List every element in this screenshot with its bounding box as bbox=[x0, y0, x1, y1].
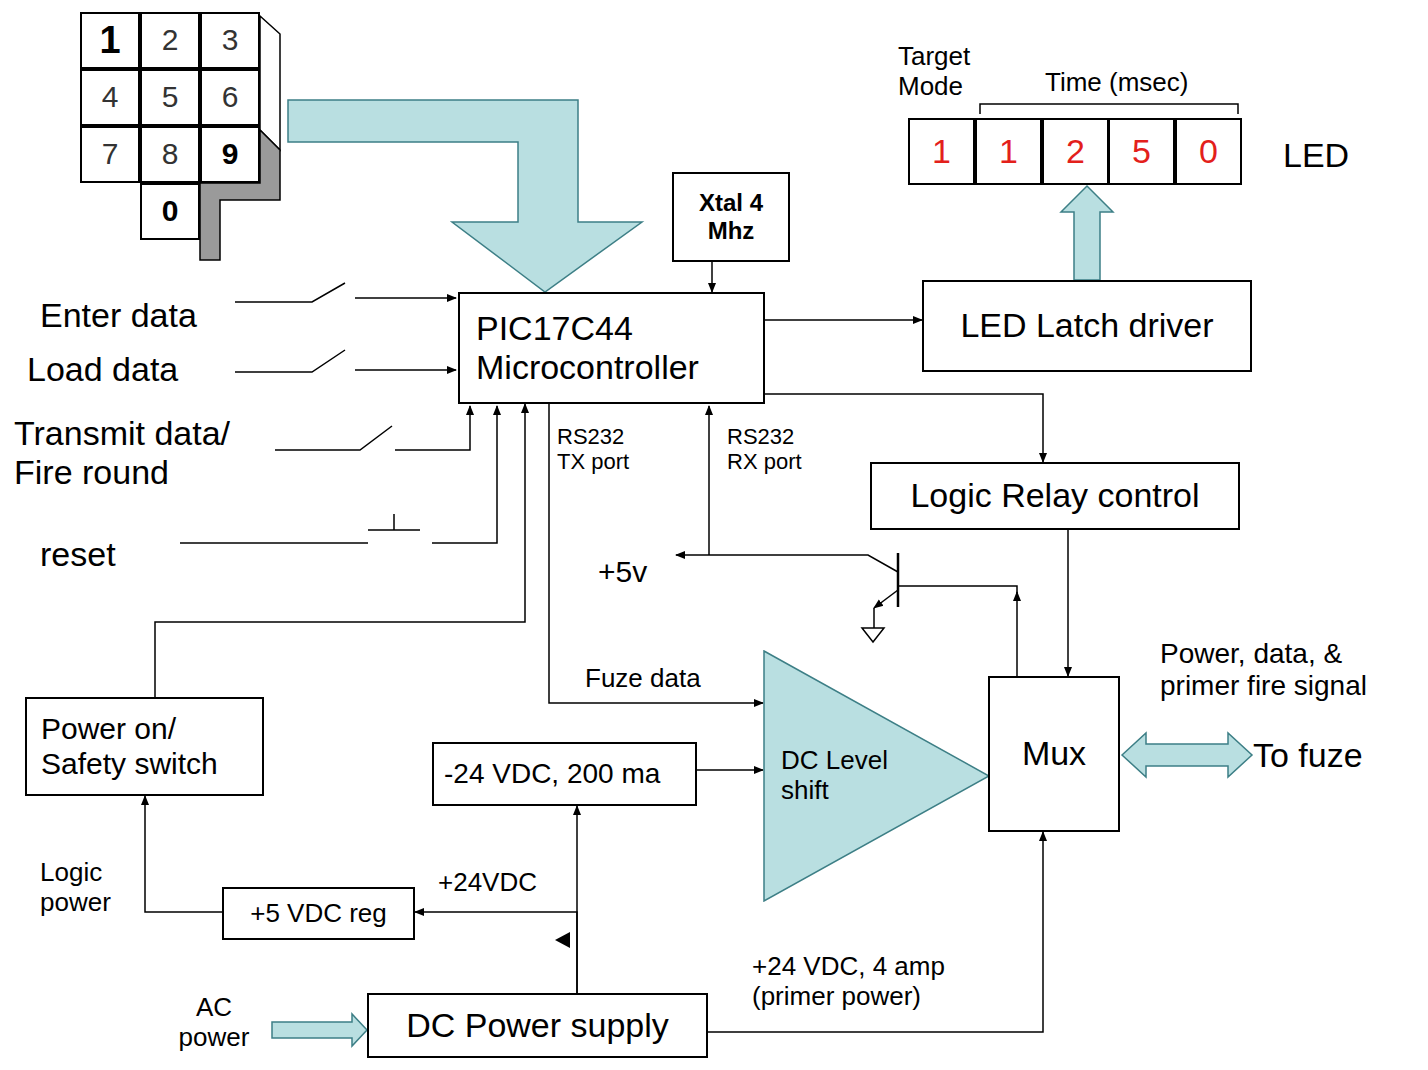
signal-label: reset bbox=[40, 535, 116, 574]
level-shift-amplifier: DC Level shift bbox=[763, 650, 990, 902]
node-text: 7 bbox=[102, 137, 119, 172]
node-text: 5 bbox=[1132, 132, 1151, 171]
node-text: 3 bbox=[222, 23, 239, 58]
signal-label: LED bbox=[1283, 136, 1349, 175]
node-text: LED Latch driver bbox=[960, 306, 1213, 345]
bus-arrow bbox=[288, 100, 642, 292]
led-digit: 1 bbox=[908, 118, 975, 185]
latch-driver-box: LED Latch driver bbox=[922, 280, 1252, 372]
connector bbox=[145, 796, 222, 912]
node-text: 9 bbox=[222, 137, 239, 172]
keypad-key: 7 bbox=[80, 126, 140, 183]
keypad-key: 0 bbox=[140, 183, 200, 240]
connector bbox=[576, 806, 578, 993]
signal-label: Target Mode bbox=[898, 42, 998, 102]
node-text: DC Level shift bbox=[781, 746, 899, 806]
ac-input-arrow bbox=[272, 1014, 367, 1046]
signal-label: Time (msec) bbox=[1045, 68, 1188, 98]
led-digit: 2 bbox=[1042, 118, 1109, 185]
signal-label: Transmit data/ Fire round bbox=[14, 414, 272, 492]
keypad-key: 1 bbox=[80, 12, 140, 69]
node-text: Logic Relay control bbox=[910, 476, 1199, 515]
fuze-double-arrow bbox=[1122, 733, 1252, 777]
node-text: 2 bbox=[1066, 132, 1085, 171]
keypad-key: 2 bbox=[140, 12, 200, 69]
bus-arrow bbox=[1061, 186, 1113, 280]
signal-label: AC power bbox=[166, 993, 262, 1053]
signal-label: +5v bbox=[598, 555, 647, 590]
keypad-key: 3 bbox=[200, 12, 260, 69]
edge-label: +24 VDC, 4 amp (primer power) bbox=[752, 952, 1012, 1012]
triangle-shape bbox=[764, 651, 989, 901]
node-text: +5 VDC reg bbox=[250, 899, 387, 929]
signal-label: RS232 TX port bbox=[557, 424, 652, 475]
node-text: Xtal 4 Mhz bbox=[688, 189, 774, 244]
led-digit: 5 bbox=[1108, 118, 1175, 185]
microcontroller-box: PIC17C44 Microcontroller bbox=[458, 292, 765, 404]
led-digit: 0 bbox=[1175, 118, 1242, 185]
keypad-key: 6 bbox=[200, 69, 260, 126]
keypad-key: 8 bbox=[140, 126, 200, 183]
node-text: Power on/ Safety switch bbox=[41, 712, 248, 781]
edge-label: Fuze data bbox=[583, 664, 703, 694]
node-text: 4 bbox=[102, 80, 119, 115]
connector bbox=[415, 912, 577, 993]
node-text: 2 bbox=[162, 23, 179, 58]
time-bracket bbox=[980, 104, 1238, 114]
node-text: 1 bbox=[999, 132, 1018, 171]
connector bbox=[697, 769, 763, 771]
signal-label: Enter data bbox=[40, 296, 197, 335]
crystal-box: Xtal 4 Mhz bbox=[672, 172, 790, 262]
node-text: 5 bbox=[162, 80, 179, 115]
node-text: 0 bbox=[162, 194, 179, 229]
junction-arrowhead bbox=[555, 932, 570, 948]
node-text: 8 bbox=[162, 137, 179, 172]
led-digit: 1 bbox=[975, 118, 1042, 185]
connector bbox=[765, 394, 1043, 462]
regulator-box: +5 VDC reg bbox=[222, 887, 415, 940]
power-supply-box: DC Power supply bbox=[367, 993, 708, 1058]
edge-label: +24VDC bbox=[436, 868, 539, 898]
keypad-key: 4 bbox=[80, 69, 140, 126]
node-text: 6 bbox=[222, 80, 239, 115]
node-text: 0 bbox=[1199, 132, 1218, 171]
node-text: 1 bbox=[932, 132, 951, 171]
safety-switch-box: Power on/ Safety switch bbox=[25, 697, 264, 796]
connector bbox=[1067, 530, 1069, 676]
supply-box: -24 VDC, 200 ma bbox=[432, 742, 697, 806]
edge-label: Logic power bbox=[40, 858, 132, 918]
signal-label: Power, data, & primer fire signal bbox=[1160, 638, 1422, 702]
node-text: Mux bbox=[1022, 734, 1086, 773]
node-text: -24 VDC, 200 ma bbox=[444, 758, 660, 790]
node-text: PIC17C44 Microcontroller bbox=[476, 309, 747, 387]
connector bbox=[708, 832, 1043, 1032]
keypad-key: 5 bbox=[140, 69, 200, 126]
transistor-symbol bbox=[676, 406, 1017, 676]
mux-box: Mux bbox=[988, 676, 1120, 832]
connector bbox=[765, 319, 922, 321]
switch-wires bbox=[180, 283, 497, 543]
relay-control-box: Logic Relay control bbox=[870, 462, 1240, 530]
keypad-key: 9 bbox=[200, 126, 260, 183]
node-text: DC Power supply bbox=[406, 1006, 669, 1045]
connector bbox=[711, 262, 713, 292]
signal-label: Load data bbox=[27, 350, 178, 389]
signal-label: To fuze bbox=[1253, 736, 1363, 775]
signal-label: RS232 RX port bbox=[727, 424, 822, 475]
node-text: 1 bbox=[99, 19, 120, 63]
